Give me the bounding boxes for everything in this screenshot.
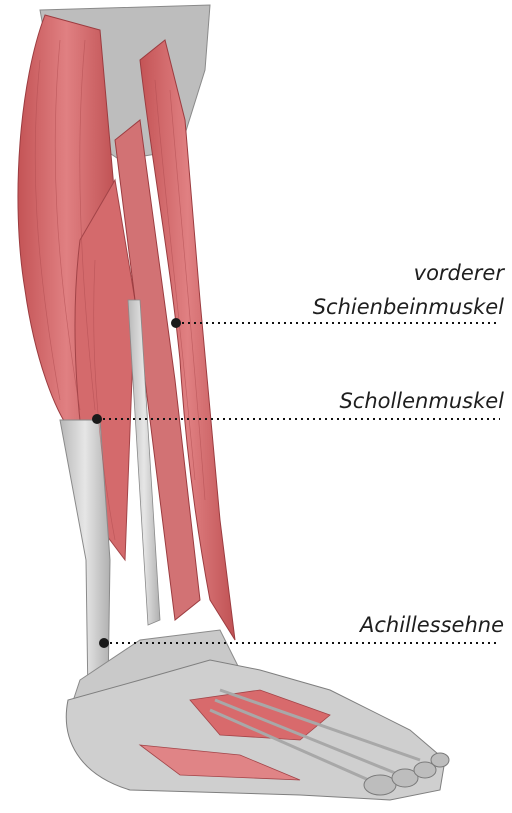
achilles-tendon: [60, 420, 110, 700]
label-soleus: Schollenmuskel: [339, 388, 504, 414]
label-achilles: Achillessehne: [360, 612, 504, 638]
label-tibialis-line1: vorderer: [414, 260, 504, 286]
marker-soleus: [92, 414, 102, 424]
marker-achilles: [99, 638, 109, 648]
marker-tibialis: [171, 318, 181, 328]
label-tibialis-line2: Schienbeinmuskel: [313, 294, 504, 320]
